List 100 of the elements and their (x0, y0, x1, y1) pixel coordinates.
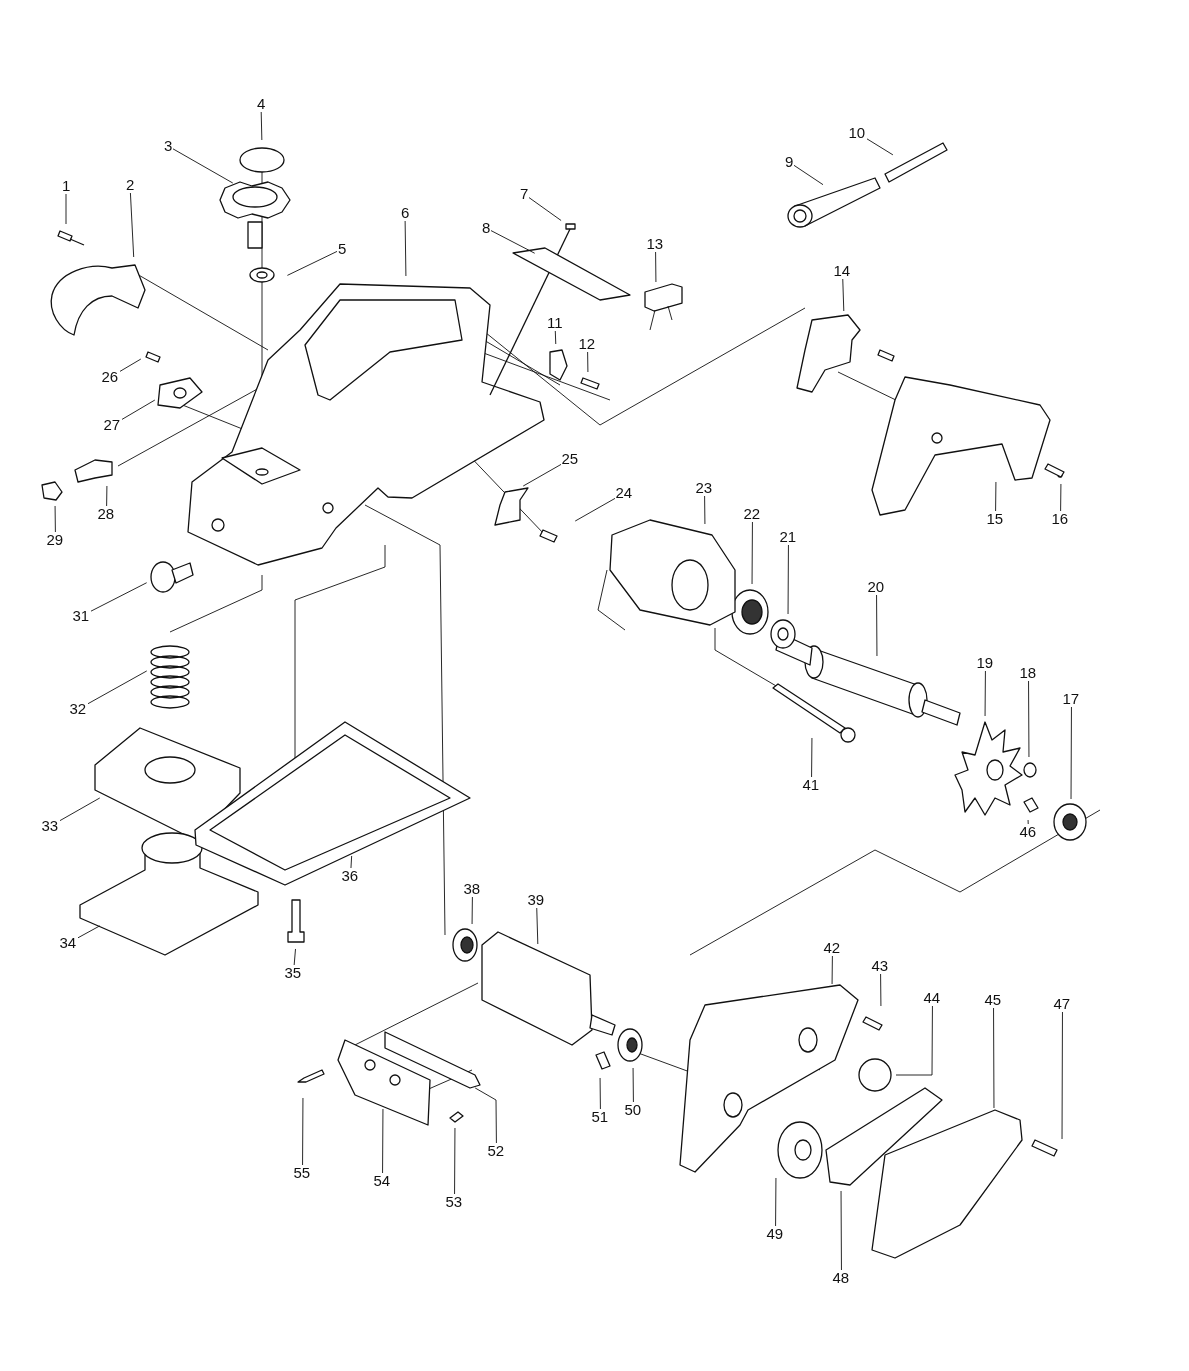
leader-line (574, 497, 616, 522)
leader-line (350, 855, 353, 869)
leader-line (831, 955, 833, 985)
callout-number: 33 (40, 818, 60, 834)
callout-number: 42 (822, 940, 842, 956)
callout-number: 52 (486, 1143, 506, 1159)
callout-number: 7 (519, 186, 530, 202)
callout-number: 47 (1052, 996, 1072, 1012)
callout-number: 22 (742, 506, 762, 522)
leader-line (984, 670, 986, 717)
callout-number: 20 (866, 579, 886, 595)
leader-line (302, 1097, 304, 1166)
leader-line (787, 544, 789, 615)
leader-line (632, 1067, 634, 1103)
callout-number: 10 (847, 125, 867, 141)
leader-line (554, 330, 557, 345)
leader-line (106, 485, 108, 507)
callout-number: 49 (765, 1226, 785, 1242)
callout-number: 41 (801, 777, 821, 793)
leader-line (286, 250, 338, 276)
leader-line (87, 670, 148, 705)
leader-line (655, 251, 657, 283)
callout-number: 46 (1018, 824, 1038, 840)
leader-line (54, 505, 56, 533)
callout-number: 8 (481, 220, 492, 236)
leader-line (775, 1177, 777, 1227)
callout-number: 6 (400, 205, 411, 221)
callout-number: 51 (590, 1109, 610, 1125)
callout-number: 32 (68, 701, 88, 717)
leader-line (704, 495, 706, 525)
leader-line (77, 925, 101, 939)
leader-line (121, 399, 156, 420)
callout-number: 23 (694, 480, 714, 496)
callout-number: 16 (1050, 511, 1070, 527)
leader-line (522, 464, 562, 487)
leader-line (172, 148, 234, 184)
leader-line (471, 896, 473, 925)
leader-line (995, 481, 997, 512)
callout-number: 36 (340, 868, 360, 884)
callout-number: 44 (922, 990, 942, 1006)
leader-line (454, 1127, 456, 1195)
callout-number: 13 (645, 236, 665, 252)
callout-number: 19 (975, 655, 995, 671)
callout-number: 1 (61, 178, 72, 194)
leader-line (793, 164, 824, 186)
leader-line (474, 1087, 497, 1144)
leader-line (1061, 1011, 1063, 1140)
leader-line (90, 582, 148, 612)
callout-number: 53 (444, 1194, 464, 1210)
leader-line (599, 1077, 601, 1110)
leader-line (490, 230, 536, 254)
callout-number: 55 (292, 1165, 312, 1181)
callout-number: 39 (526, 892, 546, 908)
callout-number: 11 (546, 315, 564, 331)
callout-number: 9 (784, 154, 795, 170)
callout-number: 48 (831, 1270, 851, 1286)
leader-line (536, 907, 539, 945)
callout-number: 3 (163, 138, 174, 154)
callout-number: 14 (832, 263, 852, 279)
callout-number: 18 (1018, 665, 1038, 681)
leader-line (840, 1190, 842, 1271)
callout-number: 24 (614, 485, 634, 501)
leader-line (842, 278, 845, 312)
callout-number: 21 (778, 529, 798, 545)
leader-line (1027, 819, 1029, 825)
leader-line (59, 797, 101, 822)
leader-line (993, 1007, 995, 1109)
callout-number: 2 (125, 177, 136, 193)
callout-number: 28 (96, 506, 116, 522)
callout-number: 15 (985, 511, 1005, 527)
leader-line (404, 220, 407, 277)
callout-number: 45 (983, 992, 1003, 1008)
callout-number: 54 (372, 1173, 392, 1189)
callout-number: 34 (58, 935, 78, 951)
leader-line (876, 594, 878, 657)
callout-number: 29 (45, 532, 65, 548)
leader-line (866, 138, 894, 156)
callout-number: 26 (100, 369, 120, 385)
leader-line (1028, 680, 1030, 758)
leader-line (119, 358, 142, 372)
leader-line (1070, 706, 1072, 800)
leader-line (587, 351, 589, 373)
leader-line (1060, 483, 1062, 512)
callout-number: 43 (870, 958, 890, 974)
callout-number: 35 (283, 965, 303, 981)
leader-line (260, 111, 263, 141)
leader-line (65, 193, 67, 225)
leader-line (751, 521, 753, 585)
callout-number: 38 (462, 881, 482, 897)
leader-line (880, 973, 882, 1007)
leader-line (382, 1108, 384, 1174)
callout-number: 12 (577, 336, 597, 352)
callout-number: 25 (560, 451, 580, 467)
leader-line (811, 737, 813, 778)
callout-number: 31 (71, 608, 91, 624)
callout-number: 5 (337, 241, 348, 257)
callout-number: 27 (102, 417, 122, 433)
callout-number: 4 (256, 96, 267, 112)
leader-line (129, 192, 135, 258)
leader-line (528, 197, 562, 221)
